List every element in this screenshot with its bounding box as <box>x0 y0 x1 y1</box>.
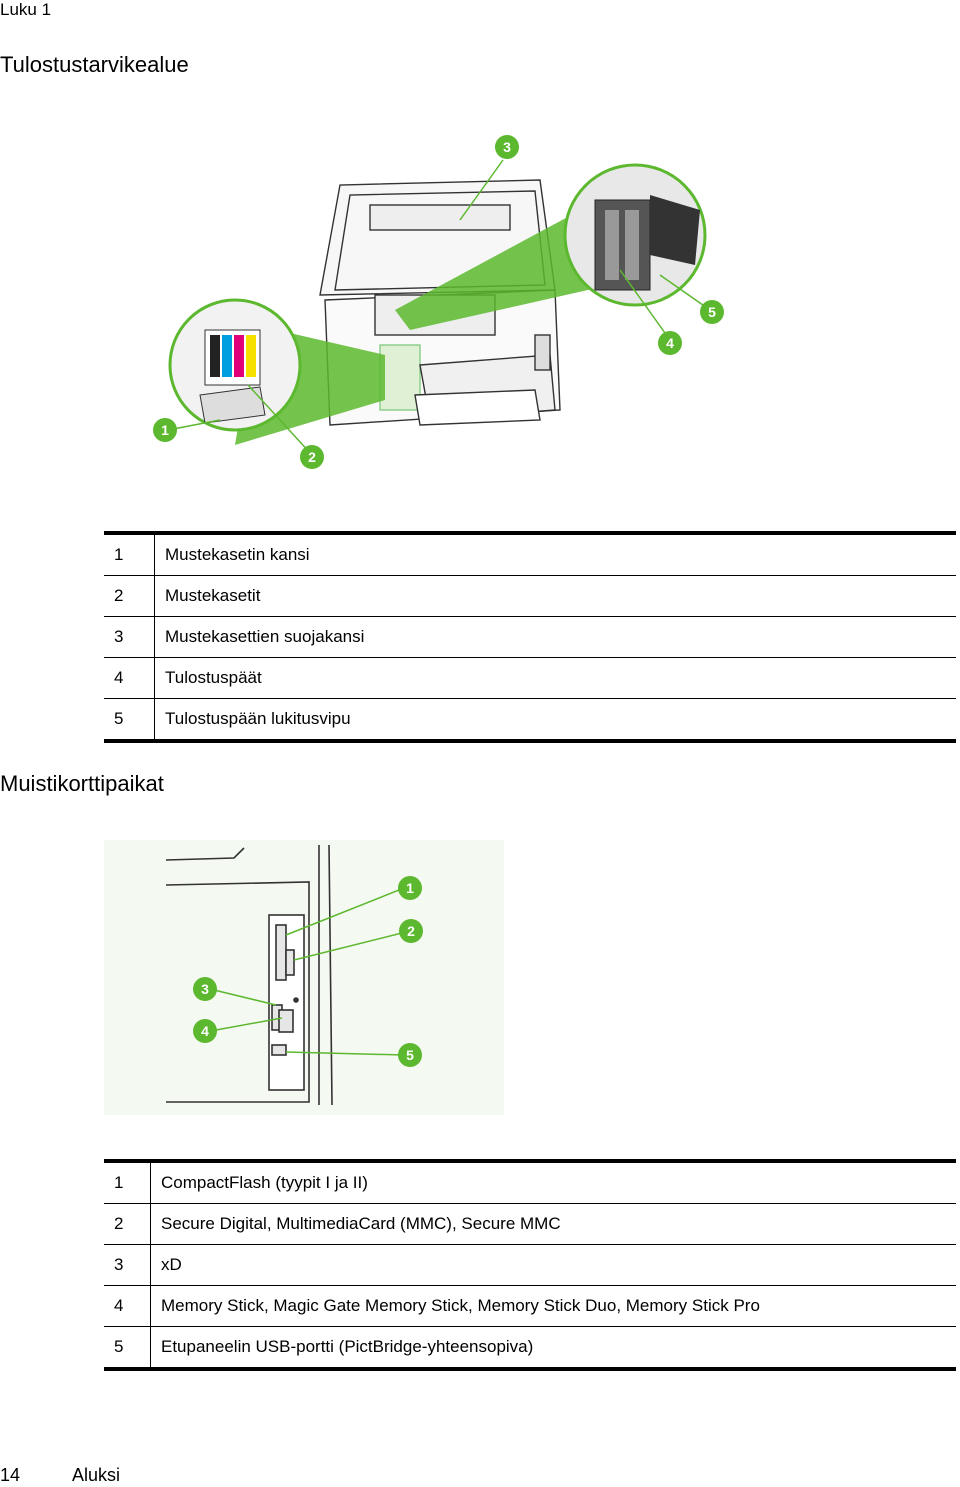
callout-5: 5 <box>398 1043 422 1067</box>
callout-5: 5 <box>700 300 724 324</box>
svg-text:1: 1 <box>406 880 414 896</box>
section-title-supplies: Tulostustarvikealue <box>0 52 189 77</box>
printer-supplies-figure: 1 2 3 4 5 <box>153 135 724 469</box>
section-title-memory-card-slots: Muistikorttipaikat <box>0 771 164 796</box>
memory-card-slots-figure: 1 2 3 4 5 <box>104 840 504 1115</box>
svg-text:2: 2 <box>308 449 316 465</box>
svg-text:3: 3 <box>503 139 511 155</box>
svg-text:2: 2 <box>407 923 415 939</box>
svg-text:4: 4 <box>666 335 674 351</box>
callout-1: 1 <box>398 876 422 900</box>
callout-2: 2 <box>300 445 324 469</box>
callout-4: 4 <box>658 331 682 355</box>
callout-2: 2 <box>399 919 423 943</box>
svg-text:5: 5 <box>708 304 716 320</box>
svg-text:3: 3 <box>201 981 209 997</box>
magnified-ink-cartridges <box>168 298 302 432</box>
callout-3: 3 <box>495 135 519 159</box>
printer-illustration <box>319 179 561 426</box>
svg-text:5: 5 <box>406 1047 414 1063</box>
device-panel-illustration <box>165 844 333 1106</box>
svg-text:4: 4 <box>201 1023 209 1039</box>
footer-label: Aluksi <box>72 1465 121 1485</box>
magnified-printheads <box>563 163 707 307</box>
svg-text:1: 1 <box>161 422 169 438</box>
callout-4: 4 <box>193 1019 217 1043</box>
callout-3: 3 <box>193 977 217 1001</box>
callout-1: 1 <box>153 418 177 442</box>
page-number: 14 <box>0 1465 21 1485</box>
chapter-header: Luku 1 <box>0 0 52 19</box>
callout-wedge-right <box>395 205 610 330</box>
